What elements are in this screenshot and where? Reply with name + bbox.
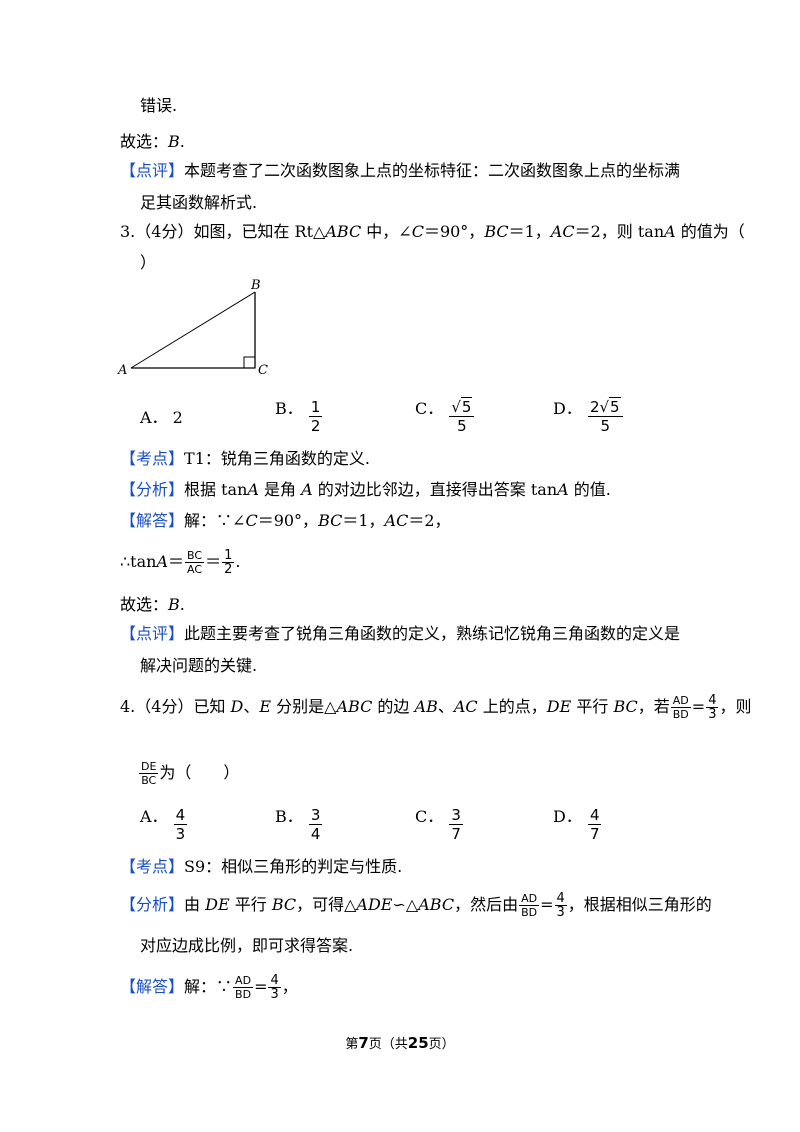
comment-line-cont: 足其函数解析式. [140,193,258,212]
option-a: A． 2 [140,408,183,427]
answer-line: 故选：B. [120,132,185,151]
kaodian-line: 【考点】S9：相似三角形的判定与性质. [120,857,403,876]
jieda-tag: 【解答】 [120,511,185,530]
answer-line: 故选：B. [120,595,185,614]
fenxi-tag: 【分析】 [120,480,185,499]
fenxi-line: 【分析】根据 tanA 是角 A 的对边比邻边，直接得出答案 tanA 的值. [120,480,611,499]
question-3-close: ） [140,253,157,272]
comment-line: 【点评】本题考查了二次函数图象上点的坐标特征：二次函数图象上点的坐标满 [120,161,681,180]
page-footer: 第7页（共25页） [345,1034,455,1052]
kaodian-tag: 【考点】 [120,857,185,876]
vertex-label-c: C [258,363,268,378]
right-angle-mark [243,356,256,369]
dianping-tag: 【点评】 [120,624,185,643]
comment-tag: 【点评】 [120,161,185,180]
fenxi-line-cont: 对应边成比例，即可求得答案. [140,936,354,955]
vertex-label-a: A [117,363,127,378]
dianping-line: 【点评】此题主要考查了锐角三角函数的定义，熟练记忆锐角三角函数的定义是 [120,624,681,643]
vertex-label-b: B [250,278,261,293]
jieda-line: 【解答】解：∵∠C＝90°，BC＝1，AC＝2， [120,511,451,530]
question-3-stem: 3.（4分）如图，已知在 Rt△ABC 中，∠C＝90°，BC＝1，AC＝2，则… [120,222,745,241]
triangle-figure: A B C [117,278,268,378]
kaodian-line: 【考点】T1：锐角三角函数的定义. [120,449,370,468]
text-line: 错误. [140,96,178,115]
question-4-stem: 4.（4分）已知 D、E 分别是△ABC 的边 AB、AC 上的点，DE 平行 … [120,693,752,722]
fenxi-tag: 【分析】 [120,895,185,914]
dianping-line-cont: 解决问题的关键. [140,656,258,675]
kaodian-tag: 【考点】 [120,449,185,468]
jieda-tag: 【解答】 [120,977,185,996]
triangle-side-ab [130,291,256,369]
page-number: 7 [358,1034,369,1052]
page-total: 25 [407,1034,429,1052]
